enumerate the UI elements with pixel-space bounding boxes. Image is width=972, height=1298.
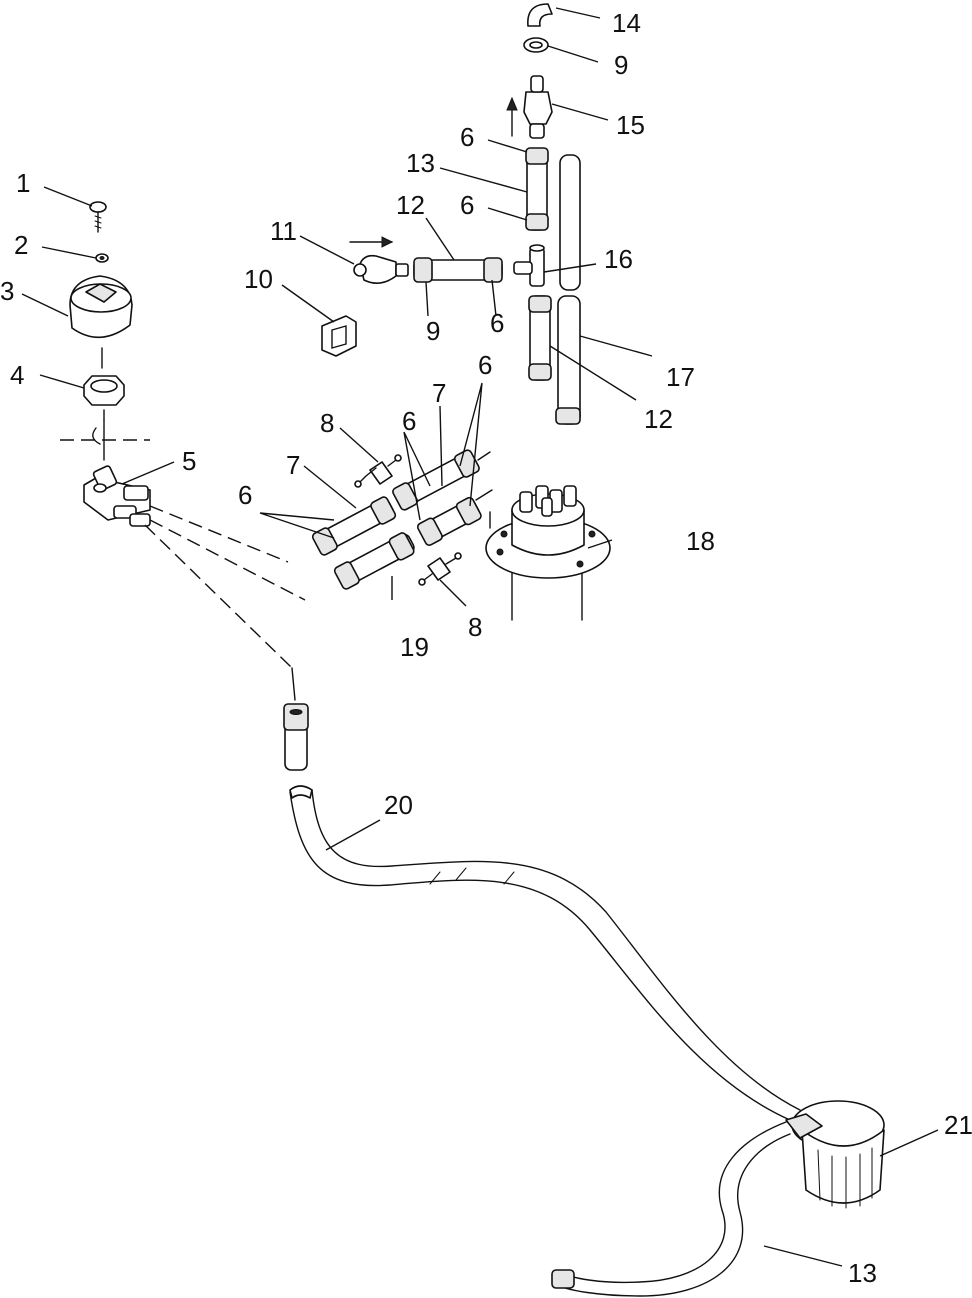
part-16-tee-fitting [513,244,545,287]
callout-18: 18 [686,526,715,556]
connection-line-middle [149,519,306,601]
pickup-short-hose [283,703,309,771]
part-7-upper-hose [392,449,491,511]
part-17-long-hose [555,154,581,425]
callout-2: 2 [14,230,28,260]
callout-6-lower-left: 6 [238,480,252,510]
part-5-fuel-valve [83,465,151,527]
callout-6-upper-top: 6 [460,122,474,152]
part-6-hose-segment [416,489,493,546]
part-3-knob [69,275,133,369]
callout-4: 4 [10,360,24,390]
callout-12-upper: 12 [396,190,425,220]
callout-6-center: 6 [402,406,416,436]
callout-6-upper-bottom: 6 [460,190,474,220]
callout-13-bottom: 13 [848,1258,877,1288]
connection-line-lower [144,524,293,669]
part-10-clip [321,315,357,357]
part-12-lower-hose [528,295,552,381]
part-13-vertical-hose [525,147,549,231]
callout-6-right: 6 [478,350,492,380]
part-19-hose [333,532,415,590]
part-13-return-hose [551,1121,791,1297]
callout-15: 15 [616,110,645,140]
callout-labels: 1 2 3 4 5 6 7 8 6 7 6 19 8 18 10 11 9 6 … [0,8,972,1288]
callout-7-left: 7 [286,450,300,480]
part-1-screw [89,201,107,233]
callout-8-upper: 8 [320,408,334,438]
part-20-fuel-line [289,785,801,1121]
callout-9-top: 9 [614,50,628,80]
part-15-inline-filter [506,75,553,139]
callout-7-right: 7 [432,378,446,408]
part-4-nut [60,375,150,461]
part-14-elbow-hose [527,3,553,27]
callout-14: 14 [612,8,641,38]
callout-12-lower: 12 [644,404,673,434]
callout-16: 16 [604,244,633,274]
part-8-lower-filter [418,552,462,586]
callout-5: 5 [182,446,196,476]
leader-lines [21,7,939,1267]
part-2-washer [95,253,109,263]
part-21-fuel-filter [785,1100,885,1209]
callout-21: 21 [944,1110,972,1140]
callout-11: 11 [270,216,297,246]
callout-17: 17 [666,362,695,392]
callout-9-mid: 9 [426,316,440,346]
part-9-top-clamp [523,37,549,53]
callout-20: 20 [384,790,413,820]
callout-1: 1 [16,168,30,198]
part-12-upper-hose [413,257,503,283]
callout-19: 19 [400,632,429,662]
callout-6-mid: 6 [490,308,504,338]
part-18-fuel-pickup-assembly [485,485,611,621]
part-8-upper-filter [354,454,402,488]
part-11-check-valve [349,236,409,284]
connection-line-upper [149,505,289,563]
callout-3: 3 [0,276,14,306]
callout-10: 10 [244,264,273,294]
callout-13-top: 13 [406,148,435,178]
callout-8-lower: 8 [468,612,482,642]
